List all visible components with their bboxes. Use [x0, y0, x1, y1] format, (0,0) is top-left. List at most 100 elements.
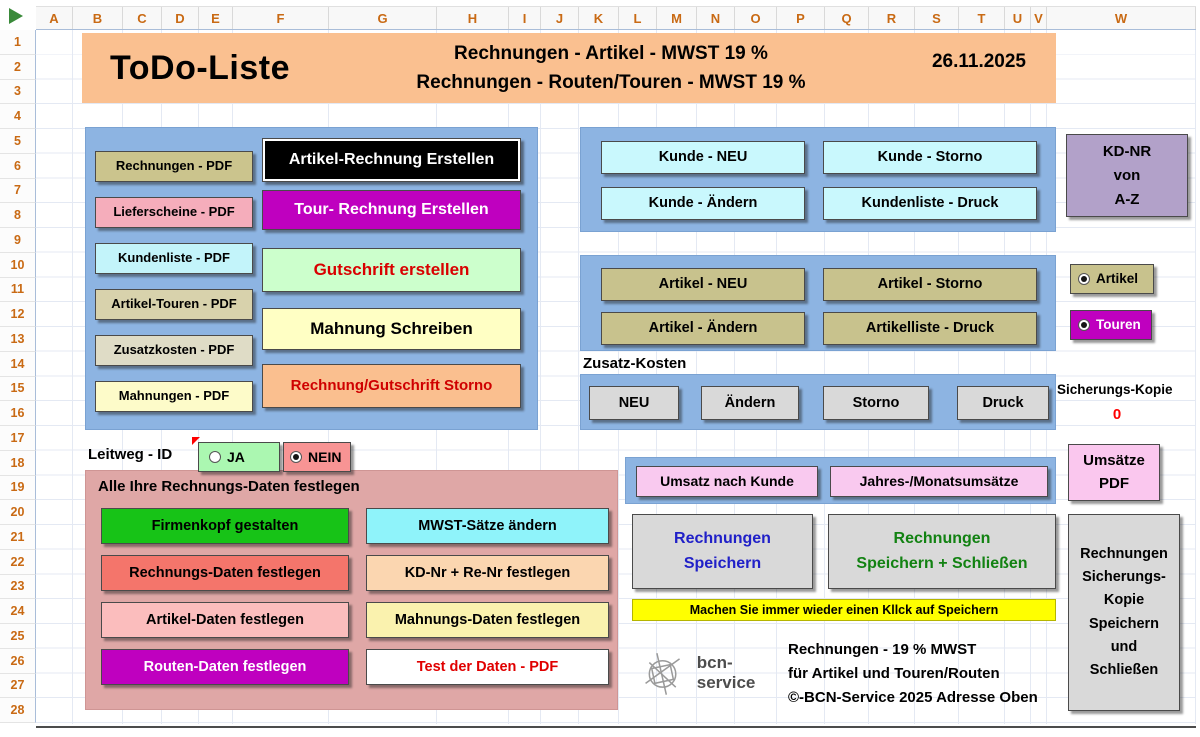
jahres-monatsumsaetze-button[interactable]: Jahres-/Monatsumsätze [830, 466, 1048, 497]
row-header[interactable]: 28 [0, 698, 36, 723]
gutschrift-erstellen-button[interactable]: Gutschrift erstellen [262, 248, 521, 292]
row-header[interactable]: 13 [0, 327, 36, 352]
column-header[interactable]: D [162, 7, 199, 29]
row-header[interactable]: 5 [0, 129, 36, 154]
row-header[interactable]: 2 [0, 54, 36, 80]
select-all-icon[interactable] [9, 8, 23, 24]
column-header[interactable]: J [541, 7, 579, 29]
row-header[interactable]: 16 [0, 401, 36, 426]
lieferscheine-pdf-button[interactable]: Lieferscheine - PDF [95, 197, 253, 228]
column-header[interactable]: P [777, 7, 825, 29]
column-header[interactable]: C [123, 7, 162, 29]
kundenliste-druck-button[interactable]: Kundenliste - Druck [823, 187, 1037, 220]
artikel-touren-pdf-button[interactable]: Artikel-Touren - PDF [95, 289, 253, 320]
rechnungen-sicherungskopie-button[interactable]: Rechnungen Sicherungs- Kopie Speichern u… [1068, 514, 1180, 711]
artikel-daten-festlegen-button[interactable]: Artikel-Daten festlegen [101, 602, 349, 638]
row-header[interactable]: 10 [0, 252, 36, 278]
test-der-daten-pdf-button[interactable]: Test der Daten - PDF [366, 649, 609, 685]
mahnungs-daten-festlegen-button[interactable]: Mahnungs-Daten festlegen [366, 602, 609, 638]
column-header[interactable]: T [959, 7, 1005, 29]
column-header[interactable]: O [735, 7, 777, 29]
row-header[interactable]: 26 [0, 648, 36, 674]
row-header[interactable]: 12 [0, 302, 36, 327]
column-header[interactable]: L [619, 7, 657, 29]
rechnungen-speichern-schliessen-button[interactable]: Rechnungen Speichern + Schließen [828, 514, 1056, 589]
zusatzkosten-pdf-button[interactable]: Zusatzkosten - PDF [95, 335, 253, 366]
row-header[interactable]: 9 [0, 228, 36, 253]
column-header[interactable]: G [329, 7, 437, 29]
rechnungs-daten-festlegen-button[interactable]: Rechnungs-Daten festlegen [101, 555, 349, 591]
column-header[interactable]: E [199, 7, 233, 29]
row-header[interactable]: 22 [0, 549, 36, 575]
zusatz-neu-button[interactable]: NEU [589, 386, 679, 420]
column-header[interactable]: A [36, 7, 73, 29]
row-header[interactable]: 6 [0, 153, 36, 179]
touren-radio[interactable]: Touren [1070, 310, 1152, 340]
column-header[interactable]: I [509, 7, 541, 29]
artikel-neu-button[interactable]: Artikel - NEU [601, 268, 805, 301]
row-header[interactable]: 8 [0, 203, 36, 228]
kunde-storno-button[interactable]: Kunde - Storno [823, 141, 1037, 174]
row-header[interactable]: 3 [0, 79, 36, 105]
row-header[interactable]: 14 [0, 351, 36, 377]
umsaetze-pdf-button[interactable]: Umsätze PDF [1068, 444, 1160, 501]
row-header[interactable]: 18 [0, 450, 36, 476]
artikel-storno-button[interactable]: Artikel - Storno [823, 268, 1037, 301]
rechnungen-speichern-button[interactable]: Rechnungen Speichern [632, 514, 813, 589]
kdnr-a-z-button[interactable]: KD-NR von A-Z [1066, 134, 1188, 217]
leitweg-ja-radio-icon[interactable] [209, 451, 221, 463]
row-header[interactable]: 27 [0, 673, 36, 699]
leitweg-nein-radio-icon[interactable] [290, 451, 302, 463]
mahnung-schreiben-button[interactable]: Mahnung Schreiben [262, 308, 521, 350]
kdnr-renr-festlegen-button[interactable]: KD-Nr + Re-Nr festlegen [366, 555, 609, 591]
column-header[interactable]: B [73, 7, 123, 29]
artikel-aendern-button[interactable]: Artikel - Ändern [601, 312, 805, 345]
column-header[interactable]: V [1031, 7, 1047, 29]
touren-radio-icon[interactable] [1078, 319, 1090, 331]
row-header[interactable]: 7 [0, 178, 36, 204]
umsatz-nach-kunde-button[interactable]: Umsatz nach Kunde [636, 466, 818, 497]
zusatz-storno-button[interactable]: Storno [823, 386, 929, 420]
rechnung-gutschrift-storno-button[interactable]: Rechnung/Gutschrift Storno [262, 364, 521, 408]
row-header[interactable]: 1 [0, 30, 36, 55]
column-header[interactable]: H [437, 7, 509, 29]
row-header[interactable]: 4 [0, 104, 36, 129]
column-header[interactable]: N [697, 7, 735, 29]
kundenliste-pdf-button[interactable]: Kundenliste - PDF [95, 243, 253, 274]
row-header[interactable]: 19 [0, 475, 36, 501]
column-header[interactable]: S [915, 7, 959, 29]
artikel-radio[interactable]: Artikel [1070, 264, 1154, 294]
rechnungen-pdf-button[interactable]: Rechnungen - PDF [95, 151, 253, 182]
leitweg-nein-radio[interactable]: NEIN [283, 442, 351, 472]
column-header[interactable]: F [233, 7, 329, 29]
column-header[interactable]: U [1005, 7, 1031, 29]
row-header[interactable]: 25 [0, 624, 36, 649]
routen-daten-festlegen-button[interactable]: Routen-Daten festlegen [101, 649, 349, 685]
row-header[interactable]: 24 [0, 599, 36, 624]
firmenkopf-gestalten-button[interactable]: Firmenkopf gestalten [101, 508, 349, 544]
artikel-rechnung-erstellen-button[interactable]: Artikel-Rechnung Erstellen [262, 138, 521, 182]
kunde-aendern-button[interactable]: Kunde - Ändern [601, 187, 805, 220]
tour-rechnung-erstellen-button[interactable]: Tour- Rechnung Erstellen [262, 190, 521, 230]
mwst-saetze-aendern-button[interactable]: MWST-Sätze ändern [366, 508, 609, 544]
row-header[interactable]: 23 [0, 574, 36, 600]
column-header[interactable]: R [869, 7, 915, 29]
zusatz-aendern-button[interactable]: Ändern [701, 386, 799, 420]
kunde-neu-button[interactable]: Kunde - NEU [601, 141, 805, 174]
row-header[interactable]: 11 [0, 277, 36, 303]
column-header[interactable]: M [657, 7, 697, 29]
column-header[interactable]: Q [825, 7, 869, 29]
row-header[interactable]: 20 [0, 500, 36, 525]
artikel-radio-icon[interactable] [1078, 273, 1090, 285]
row-header[interactable]: 15 [0, 376, 36, 402]
column-header[interactable]: K [579, 7, 619, 29]
column-header[interactable]: W [1047, 7, 1196, 29]
artikelliste-druck-button[interactable]: Artikelliste - Druck [823, 312, 1037, 345]
zusatz-druck-button[interactable]: Druck [957, 386, 1049, 420]
mahnungen-pdf-button[interactable]: Mahnungen - PDF [95, 381, 253, 412]
leitweg-ja-radio[interactable]: JA [198, 442, 280, 472]
row-header[interactable]: 21 [0, 525, 36, 550]
rechnungs-daten-panel: Alle Ihre Rechnungs-Daten festlegen Firm… [85, 470, 618, 710]
row-header[interactable]: 17 [0, 426, 36, 451]
